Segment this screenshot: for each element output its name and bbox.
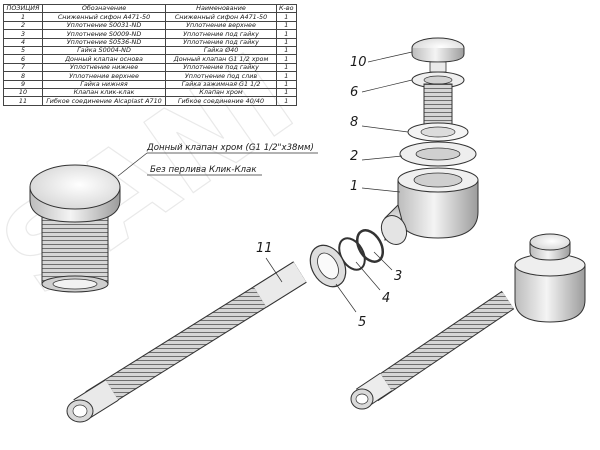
cell-designation: Уплотнение S0009-ND bbox=[42, 29, 166, 39]
cell-quantity: 1 bbox=[276, 45, 297, 56]
cell-position: 5 bbox=[3, 45, 43, 56]
callout-10: 10 bbox=[350, 55, 367, 70]
callout-1: 1 bbox=[350, 179, 358, 194]
gasket-3 bbox=[355, 229, 385, 263]
header-name: Наименование bbox=[165, 3, 277, 14]
cell-name: Уплотнение под слив bbox=[165, 71, 277, 81]
cell-quantity: 1 bbox=[276, 20, 297, 31]
cell-position: 8 bbox=[3, 71, 43, 81]
cell-name: Уплотнение под гайку bbox=[165, 62, 277, 73]
cell-designation: Сниженный сифон A471-50 bbox=[42, 12, 166, 22]
cell-name: Донный клапан G1 1/2 хром bbox=[165, 54, 277, 64]
callout-3: 3 bbox=[394, 269, 402, 284]
cell-name: Гибкое соединение 40/40 bbox=[165, 96, 277, 106]
cell-name: Уплотнение под гайку bbox=[165, 37, 277, 47]
table-header-row: ПОЗИЦИЯ Обозначение Наименование К-во bbox=[3, 3, 297, 14]
cell-designation: Гайка S0004-ND bbox=[42, 45, 166, 56]
note-no-overflow: Без перлива Клик-Клак bbox=[150, 165, 257, 175]
cell-quantity: 1 bbox=[276, 54, 297, 64]
cell-designation: Гайка нижняя bbox=[42, 79, 166, 89]
flex-hose-11 bbox=[66, 261, 307, 423]
cell-designation: Уплотнение S0536-ND bbox=[42, 37, 166, 47]
note-valve-chrome: Донный клапан хром (G1 1/2"x38мм) bbox=[146, 143, 314, 153]
header-designation: Обозначение bbox=[42, 3, 166, 14]
cell-position: 7 bbox=[3, 62, 43, 73]
cell-designation: Уплотнение нижнее bbox=[42, 62, 166, 73]
assembled-siphon bbox=[350, 233, 586, 410]
drain-valve-part bbox=[29, 164, 121, 293]
cell-position: 6 bbox=[3, 54, 43, 64]
callout-2: 2 bbox=[350, 149, 358, 164]
cell-designation: Донный клапан основа bbox=[42, 54, 166, 64]
header-quantity: К-во bbox=[276, 3, 297, 14]
cell-position: 9 bbox=[3, 79, 43, 89]
cell-quantity: 1 bbox=[276, 87, 297, 98]
cell-designation: Уплотнение S0031-ND bbox=[42, 20, 166, 31]
nut-5 bbox=[309, 244, 347, 288]
cell-name: Сниженный сифон A471-50 bbox=[165, 12, 277, 22]
callout-11: 11 bbox=[256, 241, 273, 256]
cell-quantity: 1 bbox=[276, 62, 297, 73]
cell-quantity: 1 bbox=[276, 29, 297, 39]
callout-8: 8 bbox=[350, 115, 358, 130]
cell-name: Уплотнение верхнее bbox=[165, 20, 277, 31]
cell-quantity: 1 bbox=[276, 71, 297, 81]
callout-5: 5 bbox=[358, 315, 366, 330]
cell-name: Клапан хром bbox=[165, 87, 277, 98]
cell-quantity: 1 bbox=[276, 37, 297, 47]
cell-name: Гайка Ø40 bbox=[165, 45, 277, 56]
cell-name: Гайка зажимная G1 1/2 bbox=[165, 79, 277, 89]
header-position: ПОЗИЦИЯ bbox=[3, 3, 43, 14]
cell-position: 11 bbox=[3, 96, 43, 106]
cell-name: Уплотнение под гайку bbox=[165, 29, 277, 39]
cell-position: 10 bbox=[3, 87, 43, 98]
cell-quantity: 1 bbox=[276, 96, 297, 106]
cell-designation: Гибкое соединение Alcaplast A710 bbox=[42, 96, 166, 106]
cell-designation: Клапан клик-клак bbox=[42, 87, 166, 98]
cell-position: 4 bbox=[3, 37, 43, 47]
cell-position: 1 bbox=[3, 12, 43, 22]
cell-quantity: 1 bbox=[276, 12, 297, 22]
callout-6: 6 bbox=[350, 85, 358, 100]
callout-4: 4 bbox=[382, 291, 390, 306]
upper-assembly bbox=[380, 37, 479, 246]
cell-position: 3 bbox=[3, 29, 43, 39]
cell-designation: Уплотнение верхнее bbox=[42, 71, 166, 81]
cell-position: 2 bbox=[3, 20, 43, 31]
cell-quantity: 1 bbox=[276, 79, 297, 89]
